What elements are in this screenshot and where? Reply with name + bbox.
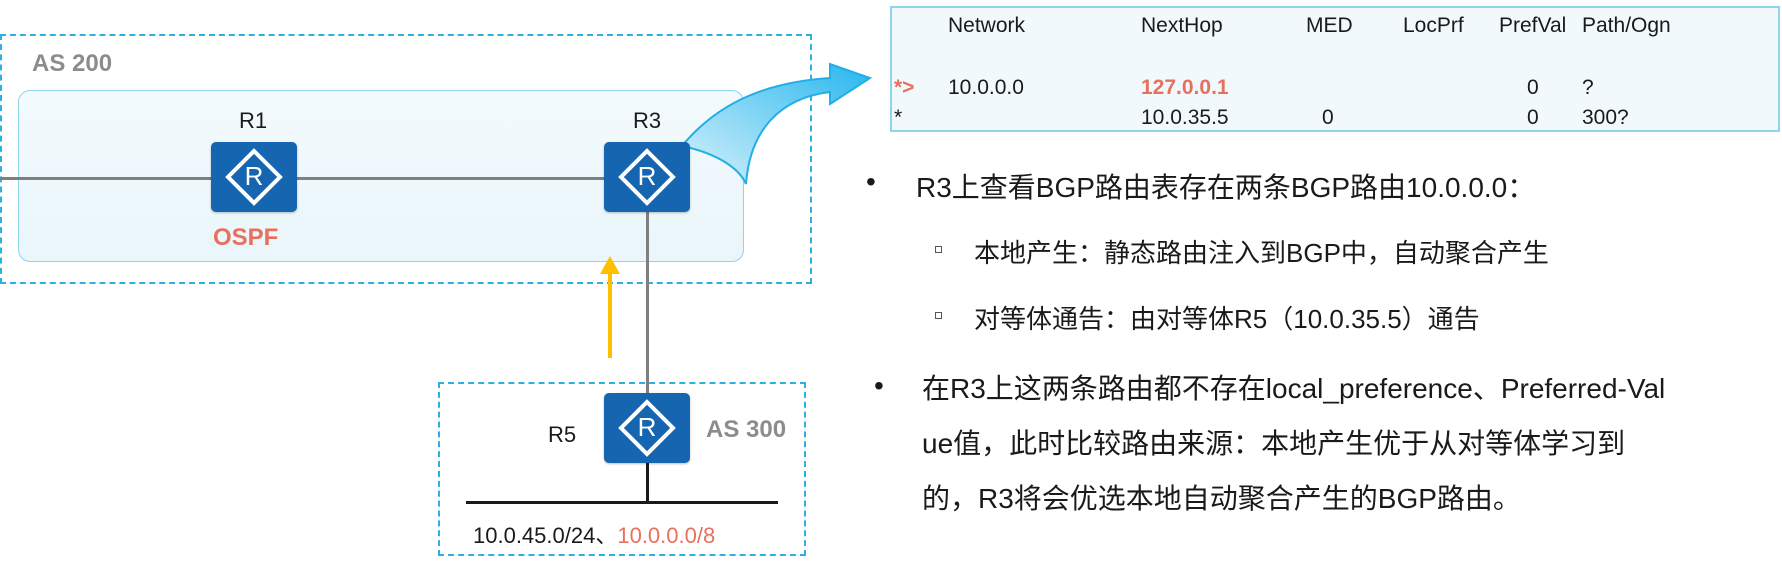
header-prefval: PrefVal <box>1499 14 1567 37</box>
bullet-dot: • <box>866 166 876 197</box>
router-icon <box>618 148 676 206</box>
router-letter: R <box>637 161 657 191</box>
row2-path: 300? <box>1582 106 1629 129</box>
router-r1[interactable]: R <box>211 142 297 212</box>
as300-boundary <box>438 382 806 556</box>
bgp-routing-table: Network NextHop MED LocPrf PrefVal Path/… <box>890 6 1780 132</box>
router-letter: R <box>244 161 264 191</box>
bullet-1-sub-2: 对等体通告：由对等体R5（10.0.35.5）通告 <box>974 304 1480 334</box>
row2-nexthop: 10.0.35.5 <box>1141 106 1229 129</box>
router-icon <box>618 399 676 457</box>
header-path: Path/Ogn <box>1582 14 1671 37</box>
row1-status: *> <box>894 76 915 99</box>
r1-label: R1 <box>239 108 268 133</box>
header-network: Network <box>948 14 1026 37</box>
ospf-label: OSPF <box>213 224 279 251</box>
router-icon <box>225 148 283 206</box>
row1-nexthop: 127.0.0.1 <box>1141 76 1229 99</box>
r5-stub-link <box>646 463 649 503</box>
as300-label: AS 300 <box>706 416 787 443</box>
header-locprf: LocPrf <box>1403 14 1464 37</box>
link-r1-r3 <box>296 177 606 180</box>
row2-prefval: 0 <box>1527 106 1539 129</box>
link-r3-r5 <box>646 212 649 394</box>
route-display-arrow <box>680 62 873 185</box>
r5-network-highlight: 10.0.0.0/8 <box>617 523 716 548</box>
as200-boundary <box>0 34 812 284</box>
router-r5[interactable]: R <box>604 393 690 463</box>
row1-network: 10.0.0.0 <box>948 76 1024 99</box>
sub-bullet-square <box>935 246 942 253</box>
bullet-1-sub-1: 本地产生：静态路由注入到BGP中，自动聚合产生 <box>974 238 1549 268</box>
link-left-r1 <box>0 177 212 180</box>
row2-status: * <box>894 106 903 129</box>
r5-network-prefix: 10.0.45.0/24、 <box>473 523 618 548</box>
header-nexthop: NextHop <box>1141 14 1223 37</box>
r5-networks: 10.0.45.0/24、10.0.0.0/8 <box>473 518 715 550</box>
row1-prefval: 0 <box>1527 76 1539 99</box>
as200-label: AS 200 <box>32 50 113 77</box>
r5-label: R5 <box>548 422 577 447</box>
bullet-1: R3上查看BGP路由表存在两条BGP路由10.0.0.0： <box>916 172 1536 203</box>
bullet-2-line-2: ue值，此时比较路由来源：本地产生优于从对等体学习到 <box>922 428 1626 459</box>
header-med: MED <box>1306 14 1353 37</box>
r5-lan-segment <box>466 501 778 504</box>
bullet-2-line-3: 的，R3将会优选本地自动聚合产生的BGP路由。 <box>922 483 1521 514</box>
row1-path: ? <box>1582 76 1594 99</box>
router-r3[interactable]: R <box>604 142 690 212</box>
update-arrow <box>600 256 620 358</box>
router-letter: R <box>637 412 657 442</box>
bullet-dot: • <box>874 370 884 401</box>
bullet-2-line-1: 在R3上这两条路由都不存在local_preference、Preferred-… <box>922 373 1666 404</box>
r3-label: R3 <box>633 108 662 133</box>
sub-bullet-square <box>935 312 942 319</box>
row2-med: 0 <box>1322 106 1334 129</box>
